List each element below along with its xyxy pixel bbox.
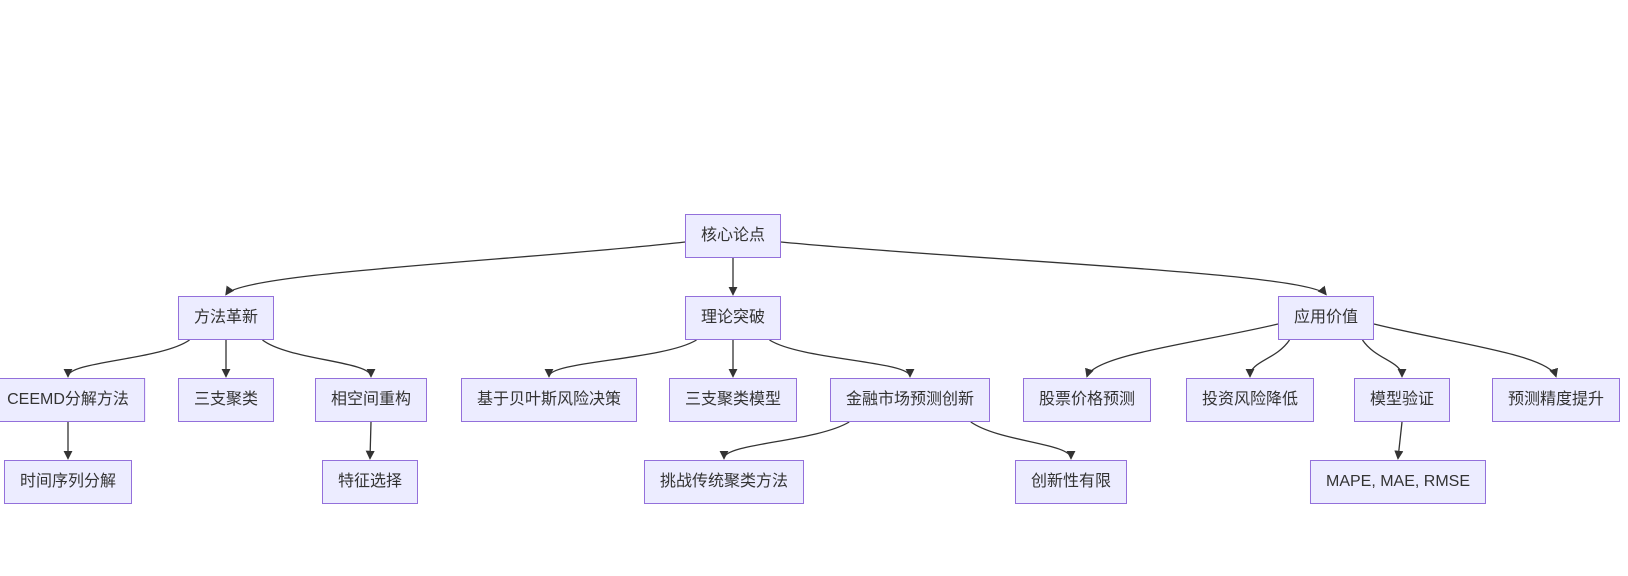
edge-phase-feature <box>365 421 375 460</box>
node-label-method: 方法革新 <box>193 309 259 326</box>
node-label-phase: 相空间重构 <box>330 391 412 408</box>
node-method: 方法革新 <box>177 296 275 340</box>
node-label-value: 应用价值 <box>1293 309 1359 326</box>
node-metrics: MAPE, MAE, RMSE <box>1309 460 1487 504</box>
node-limited: 创新性有限 <box>1014 460 1128 504</box>
edge-theory-finmarket <box>769 339 915 378</box>
node-value: 应用价值 <box>1277 296 1375 340</box>
node-label-feature: 特征选择 <box>337 473 403 490</box>
node-phase: 相空间重构 <box>314 378 428 422</box>
edge-finmarket-limited <box>970 421 1076 460</box>
node-threeway: 三支聚类 <box>177 378 275 422</box>
edge-value-accuracy <box>1373 323 1558 378</box>
node-label-theory: 理论突破 <box>700 309 766 326</box>
node-label-limited: 创新性有限 <box>1030 473 1112 490</box>
node-feature: 特征选择 <box>321 460 419 504</box>
node-twcmodel: 三支聚类模型 <box>668 378 798 422</box>
edge-value-stock <box>1085 323 1279 378</box>
node-label-finmarket: 金融市场预测创新 <box>845 391 975 408</box>
node-tsdecomp: 时间序列分解 <box>3 460 133 504</box>
edge-theory-bayes <box>544 339 697 378</box>
node-label-threeway: 三支聚类 <box>193 391 259 408</box>
edge-root-method <box>225 241 686 296</box>
edge-root-value <box>780 241 1327 296</box>
node-ceemd: CEEMD分解方法 <box>0 378 145 422</box>
node-label-root: 核心论点 <box>700 227 766 244</box>
node-root: 核心论点 <box>684 214 782 258</box>
node-label-stock: 股票价格预测 <box>1038 391 1136 408</box>
node-label-tsdecomp: 时间序列分解 <box>19 473 117 490</box>
edge-method-ceemd <box>63 339 190 378</box>
node-validate: 模型验证 <box>1353 378 1451 422</box>
node-stock: 股票价格预测 <box>1022 378 1152 422</box>
edge-value-risk <box>1245 339 1291 378</box>
node-bayes: 基于贝叶斯风险决策 <box>460 378 638 422</box>
node-challenge: 挑战传统聚类方法 <box>643 460 805 504</box>
node-label-bayes: 基于贝叶斯风险决策 <box>476 391 622 408</box>
edge-validate-metrics <box>1394 421 1404 460</box>
node-finmarket: 金融市场预测创新 <box>829 378 991 422</box>
node-label-twcmodel: 三支聚类模型 <box>684 391 782 408</box>
node-label-risk: 投资风险降低 <box>1201 391 1299 408</box>
node-label-validate: 模型验证 <box>1369 391 1435 408</box>
edge-method-phase <box>262 339 376 378</box>
node-label-accuracy: 预测精度提升 <box>1507 391 1605 408</box>
edge-value-validate <box>1361 339 1407 378</box>
node-label-ceemd: CEEMD分解方法 <box>7 391 129 408</box>
node-theory: 理论突破 <box>684 296 782 340</box>
edge-finmarket-challenge <box>719 421 850 460</box>
node-label-metrics: MAPE, MAE, RMSE <box>1325 473 1471 490</box>
node-label-challenge: 挑战传统聚类方法 <box>659 473 789 490</box>
edge-group <box>63 241 1558 460</box>
node-accuracy: 预测精度提升 <box>1491 378 1621 422</box>
node-risk: 投资风险降低 <box>1185 378 1315 422</box>
